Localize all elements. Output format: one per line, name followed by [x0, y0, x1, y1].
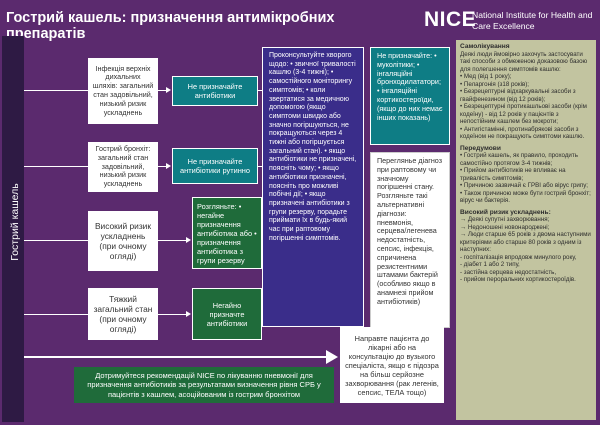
- risk-title: Високий ризик ускладнень:: [460, 208, 551, 216]
- connector: [24, 90, 88, 91]
- action-consider-antibiotics: Розгляньте: • негайне призначення антибі…: [192, 197, 262, 269]
- self-care-text: Деякі люди ймовірно захочуть застосувати…: [460, 50, 588, 73]
- action-no-antibiotics: Не призначайте антибіотики: [172, 76, 258, 106]
- review-diagnosis-box: Переглянье діагноз при раптовому чи знач…: [370, 152, 450, 328]
- risk-item: - діабет 1 або 2 типу,: [460, 261, 520, 268]
- arrow: [158, 90, 168, 91]
- nice-logo: NICE: [424, 8, 477, 31]
- bottom-note: Дотримуйтеся рекомендацій NICE по лікува…: [74, 367, 334, 403]
- group-severe: Тяжкий загальний стан (при очному огляді…: [88, 288, 158, 340]
- arrowhead: [186, 237, 191, 243]
- refer-box: Направте пацієнта до лікарні або на конс…: [340, 327, 444, 403]
- connector: [24, 166, 88, 167]
- group-uri: Інфекція верхніх дихальних шляхів: загал…: [88, 58, 158, 124]
- no-prescribe-box: Не призначайте: • муколітики; • інгаляці…: [370, 47, 450, 145]
- group-high-risk: Високий ризик ускладнень (при очному огл…: [88, 211, 158, 271]
- side-label: Гострий кашель: [9, 183, 21, 261]
- arrow: [158, 240, 188, 241]
- self-care-item: • Безрецептурні відхаркувальні засоби з …: [460, 88, 576, 103]
- self-care-item: • Антигістамінні, протинабрякові засоби …: [460, 125, 585, 141]
- arrow: [258, 90, 262, 91]
- group-bronchitis: Гострий бронхіт: загальний стан задовіль…: [88, 142, 158, 192]
- action-immediate-antibiotics: Негайно призначте антибіотики: [192, 288, 262, 340]
- background-title: Передумови: [460, 144, 501, 152]
- arrow: [158, 166, 168, 167]
- risk-item: → Недоношені новонароджені;: [460, 223, 550, 231]
- background-item: • Гострий кашель, як правило, проходить …: [460, 152, 578, 167]
- arrowhead: [186, 311, 191, 317]
- background-item: • Прийом антибіотиків не впливає на трив…: [460, 167, 566, 182]
- self-care-title: Самолікування: [460, 43, 510, 50]
- self-care-item: • Мед (від 1 року);: [460, 73, 512, 80]
- risk-item: - госпіталізація впродовж минулого року,: [460, 253, 577, 261]
- side-bar: [2, 36, 24, 422]
- connector: [24, 240, 88, 241]
- risk-item: → Люди старше 65 років з двома наступним…: [460, 231, 591, 253]
- background-item: • Також причиною може бути гострий бронх…: [460, 189, 591, 205]
- arrowhead: [326, 350, 338, 364]
- page-title: Гострий кашель: призначення антимікробни…: [6, 10, 335, 42]
- self-care-item: • Безрецептурні протикашльові засоби (кр…: [460, 103, 587, 125]
- connector: [24, 314, 88, 315]
- risk-item: → Деякі супутні захворювання;: [460, 216, 550, 223]
- arrow: [158, 314, 188, 315]
- nice-organisation: National Institute for Health and Care E…: [472, 10, 593, 31]
- advice-box: Проконсультуйте хворого щодо: • звичної …: [262, 47, 364, 327]
- arrowhead: [166, 87, 171, 93]
- background-item: • Причиною зазвичай є ГРВІ або вірус гри…: [460, 182, 589, 189]
- arrowhead: [166, 163, 171, 169]
- self-care-item: • Пеларгонія (з18 років);: [460, 80, 530, 88]
- risk-item: - прийом пероральних кортикостероїдів.: [460, 276, 576, 283]
- info-panel: Самолікування Деякі люди ймовірно захочу…: [456, 40, 596, 420]
- arrow-to-refer: [24, 356, 328, 358]
- action-no-routine-antibiotics: Не призначайте антибіотики рутинно: [172, 148, 258, 184]
- arrow: [258, 166, 262, 167]
- risk-item: - застійна серцева недостатність,: [460, 268, 557, 276]
